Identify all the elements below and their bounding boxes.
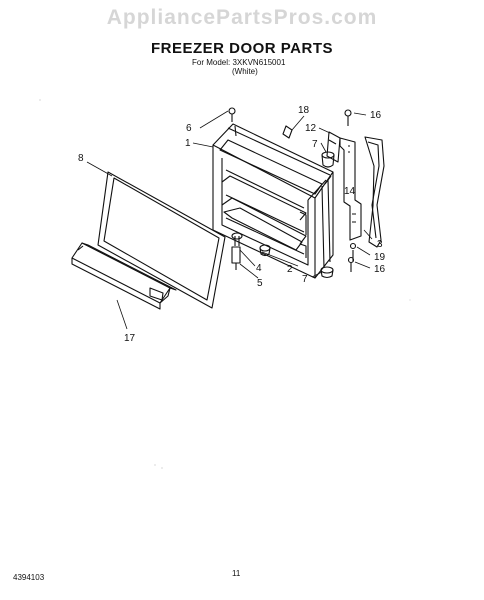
door-stop-lower [320, 266, 334, 279]
trim-clip [282, 125, 293, 139]
callout-16-upper: 16 [370, 110, 382, 121]
callout-7-upper: 7 [312, 139, 318, 150]
door-bin [71, 242, 177, 310]
callout-8: 8 [78, 153, 84, 164]
upper-hinge [326, 131, 341, 163]
lower-hinge-parts [231, 232, 271, 270]
handle-trim [364, 136, 385, 248]
callout-12: 12 [305, 123, 317, 134]
callout-16-lower: 16 [374, 264, 386, 275]
callout-19: 19 [374, 252, 386, 263]
callout-14: 14 [344, 186, 356, 197]
callout-1: 1 [185, 138, 191, 149]
page-title: FREEZER DOOR PARTS [150, 40, 334, 57]
screw-bottom [347, 256, 355, 272]
color-line: (White) [232, 67, 258, 76]
watermark: AppliancePartsPros.com [106, 6, 378, 29]
callout-5: 5 [257, 278, 263, 289]
callout-6: 6 [186, 123, 192, 134]
callouts: 18 6 1 12 7 16 8 14 3 19 16 4 5 2 7 17 [78, 105, 386, 344]
callout-17: 17 [124, 333, 136, 344]
page-number: 11 [232, 569, 241, 578]
side-hinge [339, 137, 362, 241]
callout-18: 18 [298, 105, 310, 116]
door-stop-upper [321, 151, 335, 168]
scan-specks [39, 99, 411, 469]
screw-upper-right [344, 109, 352, 126]
model-subtitle: For Model: 3XKVN615001 (White) [192, 58, 332, 76]
callout-7-lower: 7 [302, 274, 308, 285]
leader-lines [86, 110, 373, 330]
callout-3: 3 [377, 239, 383, 250]
doc-number: 4394103 [13, 573, 45, 582]
callout-2: 2 [287, 264, 293, 275]
model-line: For Model: 3XKVN615001 [192, 58, 286, 67]
callout-4: 4 [256, 263, 262, 274]
door-gasket [97, 171, 226, 309]
screw-upper-left [228, 107, 236, 122]
